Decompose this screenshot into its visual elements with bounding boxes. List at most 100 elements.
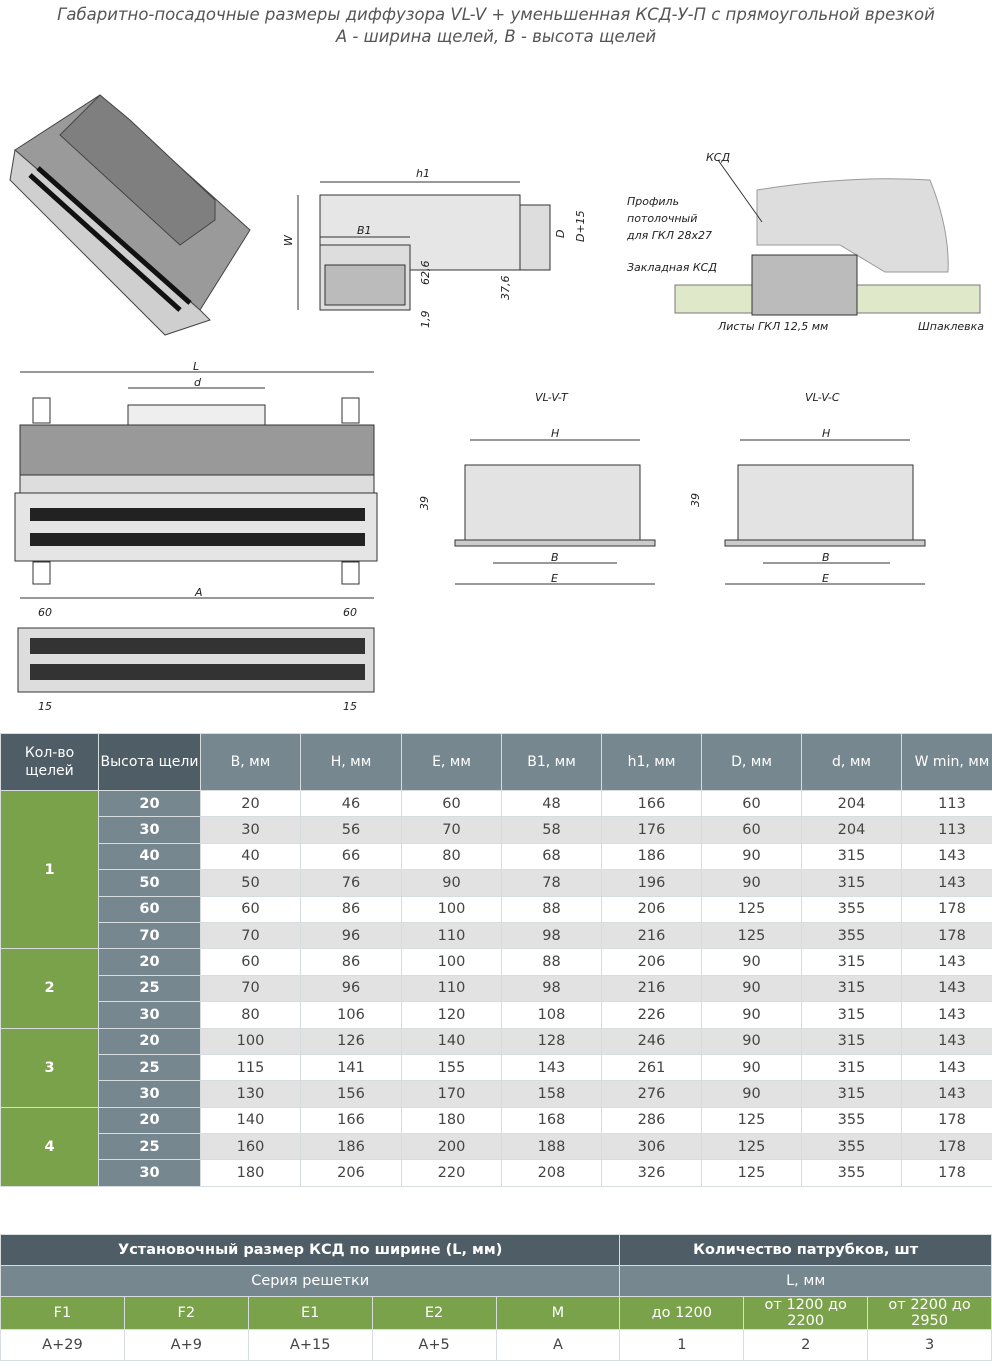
value-cell: 100 (200, 1027, 301, 1055)
value-cell: 98 (501, 921, 602, 950)
value-cell: 206 (300, 1159, 402, 1187)
range-value: 1 (619, 1329, 745, 1361)
value-cell: 100 (401, 948, 502, 976)
top-view (14, 371, 378, 693)
slot-height-cell: 30 (98, 1001, 201, 1029)
value-cell: 178 (901, 895, 992, 923)
value-cell: 286 (601, 1106, 702, 1135)
value-cell: 50 (200, 869, 301, 897)
value-cell: 113 (901, 816, 992, 844)
value-cell: 110 (401, 974, 502, 1003)
value-cell: 70 (200, 921, 301, 950)
value-cell: 155 (401, 1053, 502, 1082)
value-cell: 140 (401, 1027, 502, 1055)
value-cell: 125 (701, 1106, 802, 1135)
value-cell: 68 (501, 842, 602, 871)
value-cell: 143 (901, 869, 992, 897)
range-value: 3 (867, 1329, 992, 1361)
value-cell: 143 (901, 974, 992, 1003)
value-cell: 86 (300, 948, 402, 976)
series-label: F2 (123, 1296, 249, 1330)
value-cell: 166 (300, 1106, 402, 1135)
column-header: D, мм (701, 733, 802, 791)
value-cell: 143 (901, 1080, 992, 1108)
value-cell: 110 (401, 921, 502, 950)
value-cell: 80 (200, 1001, 301, 1029)
value-cell: 96 (300, 921, 402, 950)
isometric-view (9, 94, 251, 336)
slot-height-cell: 30 (98, 1159, 201, 1187)
value-cell: 170 (401, 1080, 502, 1108)
value-cell: 120 (401, 1001, 502, 1029)
value-cell: 125 (701, 1133, 802, 1161)
value-cell: 143 (901, 1027, 992, 1055)
section-t-39: 39 (418, 496, 431, 510)
label-ksd: КСД (706, 151, 730, 164)
value-cell: 60 (200, 948, 301, 976)
dim-60-left: 60 (38, 606, 52, 619)
slot-height-cell: 40 (98, 842, 201, 871)
slot-height-cell: 20 (98, 1027, 201, 1055)
value-cell: 160 (200, 1133, 301, 1161)
value-cell: 90 (401, 869, 502, 897)
value-cell: 100 (401, 895, 502, 923)
value-cell: 141 (300, 1053, 402, 1082)
section-t-e: E (551, 572, 558, 585)
value-cell: 315 (801, 948, 902, 976)
value-cell: 156 (300, 1080, 402, 1108)
slot-height-cell: 25 (98, 974, 201, 1003)
title-line-2: А - ширина щелей, В - высота щелей (335, 27, 657, 46)
value-cell: 168 (501, 1106, 602, 1135)
dim-d15: D+15 (574, 210, 587, 242)
slot-height-cell: 50 (98, 869, 201, 897)
value-cell: 355 (801, 1159, 902, 1187)
column-header: Высота щели (98, 733, 201, 791)
side-view (297, 181, 551, 311)
value-cell: 180 (401, 1106, 502, 1135)
section-c-name: VL-V-C (805, 391, 840, 404)
value-cell: 206 (601, 895, 702, 923)
slot-height-cell: 60 (98, 895, 201, 923)
value-cell: 76 (300, 869, 402, 897)
value-cell: 66 (300, 842, 402, 871)
dim-l: L (193, 360, 199, 373)
column-header: Кол-во щелей (0, 733, 99, 791)
value-cell: 140 (200, 1106, 301, 1135)
value-cell: 88 (501, 948, 602, 976)
series-label: E1 (247, 1296, 373, 1330)
label-profile-2: потолочный (627, 212, 697, 225)
value-cell: 86 (300, 895, 402, 923)
technical-drawings: h1 B1 W D D+15 62,6 37,6 1,9 КСД Профиль… (9, 94, 984, 713)
value-cell: 158 (501, 1080, 602, 1108)
dim-15-right: 15 (343, 700, 357, 713)
value-cell: 186 (300, 1133, 402, 1161)
value-cell: 96 (300, 974, 402, 1003)
column-header: B1, мм (501, 733, 602, 791)
dim-37-6: 37,6 (499, 276, 512, 301)
value-cell: 196 (601, 869, 702, 897)
value-cell: 125 (701, 921, 802, 950)
value-cell: 56 (300, 816, 402, 844)
slot-height-cell: 70 (98, 921, 201, 950)
slot-height-cell: 25 (98, 1053, 201, 1082)
range-label: до 1200 (619, 1296, 745, 1330)
value-cell: 90 (701, 948, 802, 976)
series-label: M (495, 1296, 621, 1330)
value-cell: 90 (701, 869, 802, 897)
series-value: A (495, 1329, 621, 1361)
value-cell: 40 (200, 842, 301, 871)
value-cell: 143 (901, 948, 992, 976)
value-cell: 125 (701, 1159, 802, 1187)
value-cell: 216 (601, 921, 702, 950)
dim-60-right: 60 (343, 606, 357, 619)
column-header: H, мм (300, 733, 402, 791)
